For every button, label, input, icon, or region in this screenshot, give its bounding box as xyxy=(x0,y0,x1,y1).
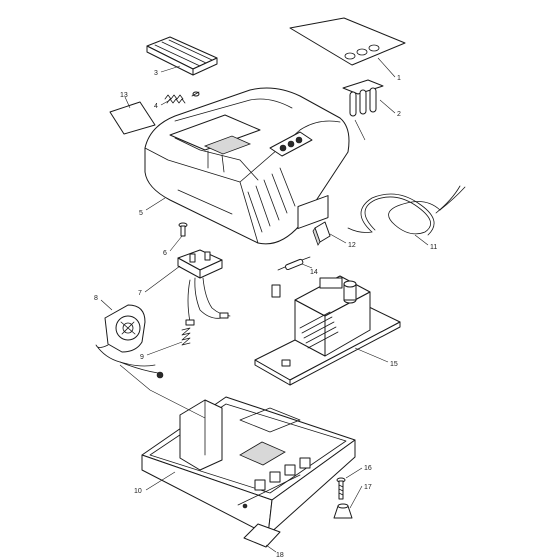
leader-lines xyxy=(100,57,429,553)
part-9-spring xyxy=(181,327,191,346)
callout-8: 8 xyxy=(94,295,98,302)
callout-2: 2 xyxy=(397,111,401,118)
part-18-label xyxy=(243,523,281,548)
part-8-fan xyxy=(95,304,164,379)
part-14-fuse xyxy=(277,256,311,271)
callout-13: 13 xyxy=(120,92,128,99)
callout-9: 9 xyxy=(140,354,144,361)
part-6-screw xyxy=(178,222,188,237)
callout-5: 5 xyxy=(139,210,143,217)
part-5-upper-housing xyxy=(144,87,350,245)
part-15-pcb xyxy=(254,195,401,386)
callout-16: 16 xyxy=(364,465,372,472)
part-13-insulation-sheet xyxy=(109,101,156,135)
part-17-rubber-foot xyxy=(333,503,353,519)
part-11-power-cord xyxy=(347,185,466,236)
callout-12: 12 xyxy=(348,242,356,249)
part-16-screw xyxy=(336,477,346,500)
callout-4: 4 xyxy=(154,103,158,110)
callout-15: 15 xyxy=(390,361,398,368)
part-4-spring xyxy=(164,91,200,104)
callout-11: 11 xyxy=(430,244,437,251)
callout-6: 6 xyxy=(163,250,167,257)
part-7-terminal-assembly xyxy=(177,249,231,326)
part-3-slide-cover xyxy=(146,36,218,76)
callout-17: 17 xyxy=(364,484,372,491)
callout-3: 3 xyxy=(154,70,158,77)
part-2-light-guide xyxy=(342,79,384,117)
part-12-fuse-holder xyxy=(312,221,331,246)
heatsink xyxy=(299,311,339,349)
callout-1: 1 xyxy=(397,75,401,82)
part-10-base-housing xyxy=(141,396,356,536)
callout-labels: 1 2 3 4 5 6 7 8 9 10 11 12 13 14 15 16 1… xyxy=(94,70,437,559)
callout-10: 10 xyxy=(134,488,142,495)
callout-14: 14 xyxy=(310,269,318,276)
callout-18: 18 xyxy=(276,552,284,559)
part-1-label-plate xyxy=(289,17,406,66)
callout-7: 7 xyxy=(138,290,142,297)
